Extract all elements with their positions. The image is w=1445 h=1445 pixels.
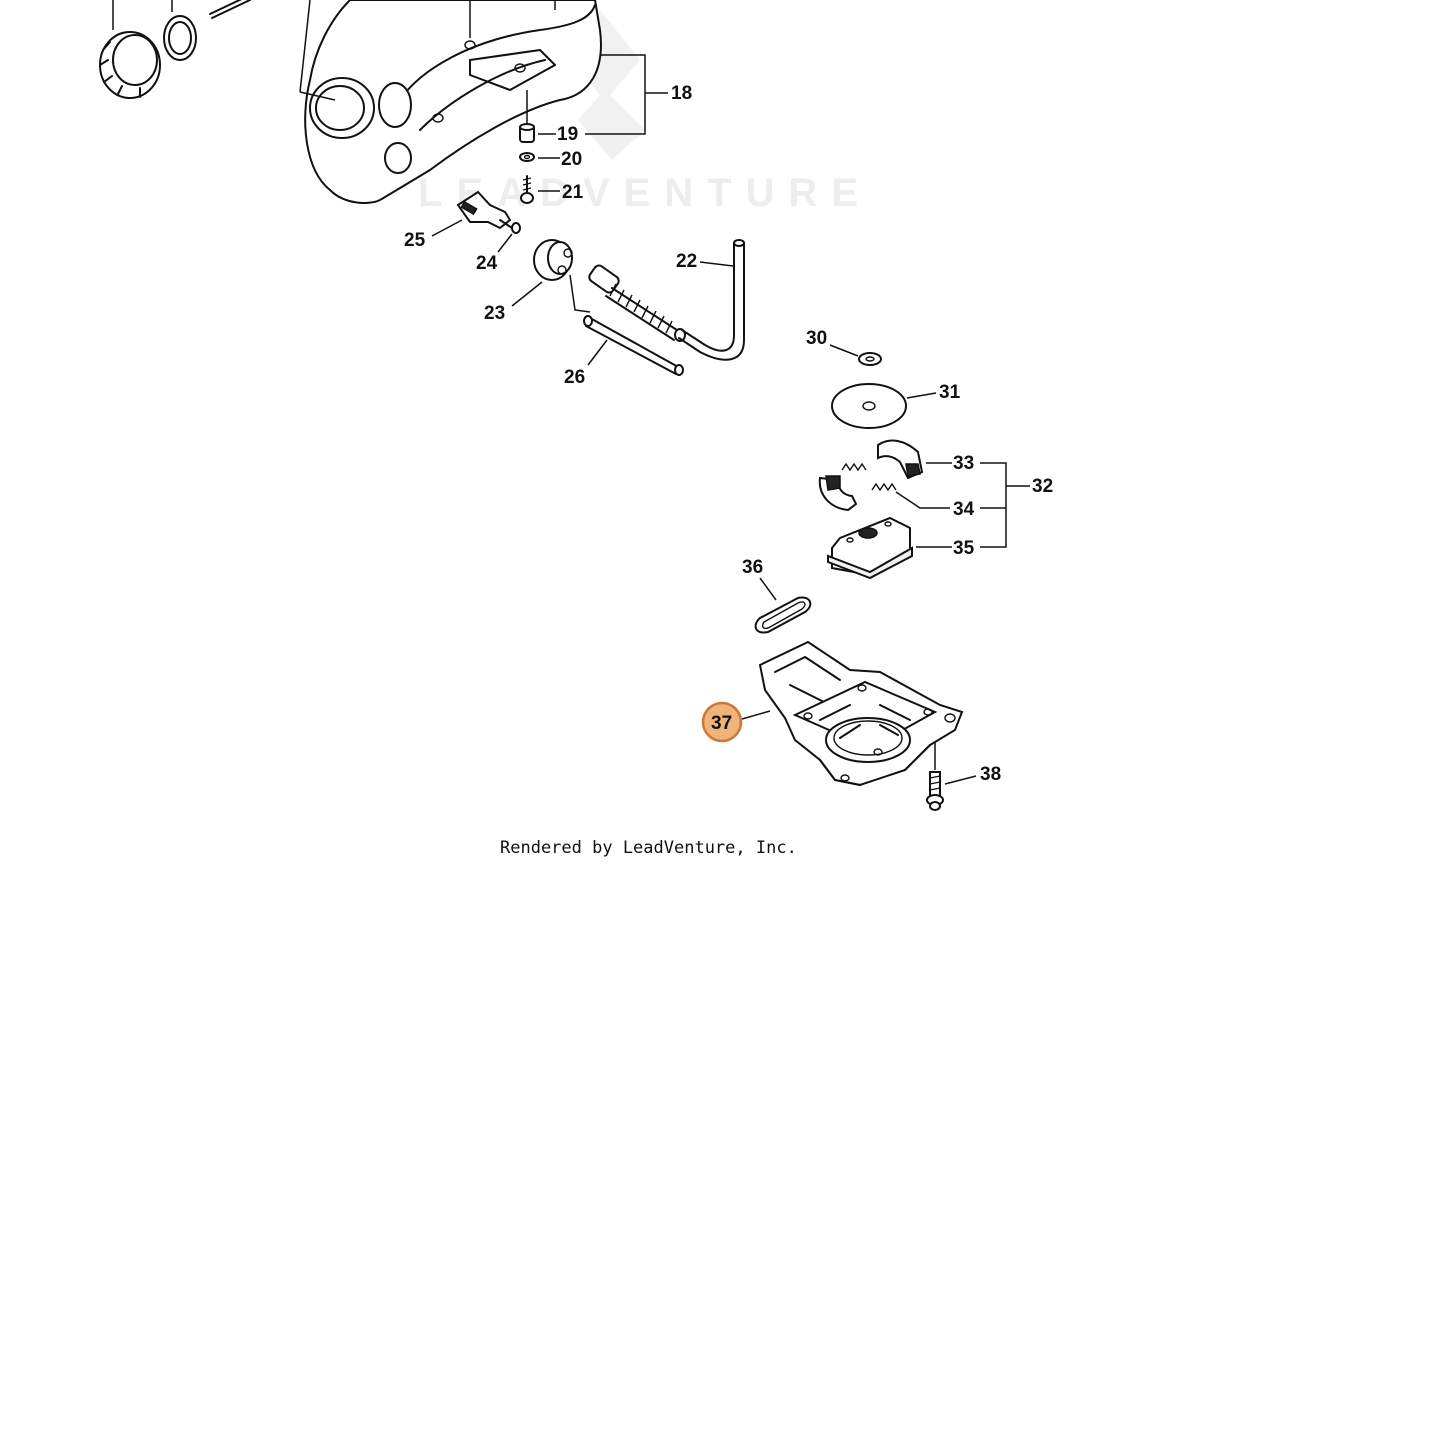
tube-part-26[interactable] (583, 315, 684, 376)
fuel-tank-part[interactable] (299, 0, 602, 204)
callout-label-21[interactable]: 21 (562, 182, 584, 203)
footer-credit: Rendered by LeadVenture, Inc. (500, 838, 797, 858)
washer-part-30[interactable] (829, 344, 882, 366)
callout-label-22[interactable]: 22 (676, 251, 697, 272)
disc-part-31[interactable] (831, 383, 937, 429)
callout-label-36[interactable]: 36 (742, 557, 763, 578)
fuel-cap-part[interactable] (99, 0, 161, 99)
screw-part-21[interactable] (520, 175, 560, 204)
fuel-filter-part-25[interactable] (431, 190, 513, 237)
callout-label-31[interactable]: 31 (939, 382, 961, 403)
gasket-part-36[interactable] (754, 577, 812, 634)
callout-label-26[interactable]: 26 (564, 367, 585, 388)
fuel-hose-part[interactable] (587, 264, 686, 342)
tube-part-22[interactable] (678, 239, 745, 361)
callout-label-23[interactable]: 23 (484, 303, 505, 324)
callout-label-34[interactable]: 34 (953, 499, 975, 520)
bolt-part-38[interactable] (926, 742, 977, 811)
callout-18-group (585, 54, 668, 135)
highlighted-callout-37[interactable] (701, 701, 743, 743)
spring-part-34[interactable] (895, 491, 950, 509)
callout-label-20[interactable]: 20 (561, 149, 582, 170)
callout-label-37[interactable]: 37 (711, 713, 732, 734)
pin-part[interactable] (209, 0, 251, 19)
callout-label-24[interactable]: 24 (476, 253, 498, 274)
grommet-part-23[interactable] (511, 239, 591, 313)
washer-part-20[interactable] (519, 152, 560, 162)
callout-label-38[interactable]: 38 (980, 764, 1001, 785)
o-ring-part[interactable] (163, 0, 197, 61)
callout-32-group (980, 462, 1030, 548)
callout-label-33[interactable]: 33 (953, 453, 974, 474)
clutch-shoe-part-33[interactable] (818, 439, 952, 512)
spacer-part-19[interactable] (519, 90, 556, 143)
callout-label-35[interactable]: 35 (953, 538, 975, 559)
callout-label-25[interactable]: 25 (404, 230, 426, 251)
callout-label-32[interactable]: 32 (1032, 476, 1053, 497)
clutch-hub-part-35[interactable] (827, 516, 952, 580)
callout-label-19[interactable]: 19 (557, 124, 578, 145)
callout-label-18[interactable]: 18 (671, 83, 692, 104)
callout-label-30[interactable]: 30 (806, 328, 827, 349)
clutch-housing-part-37[interactable] (741, 640, 964, 787)
grommet-part-24[interactable] (497, 222, 521, 253)
